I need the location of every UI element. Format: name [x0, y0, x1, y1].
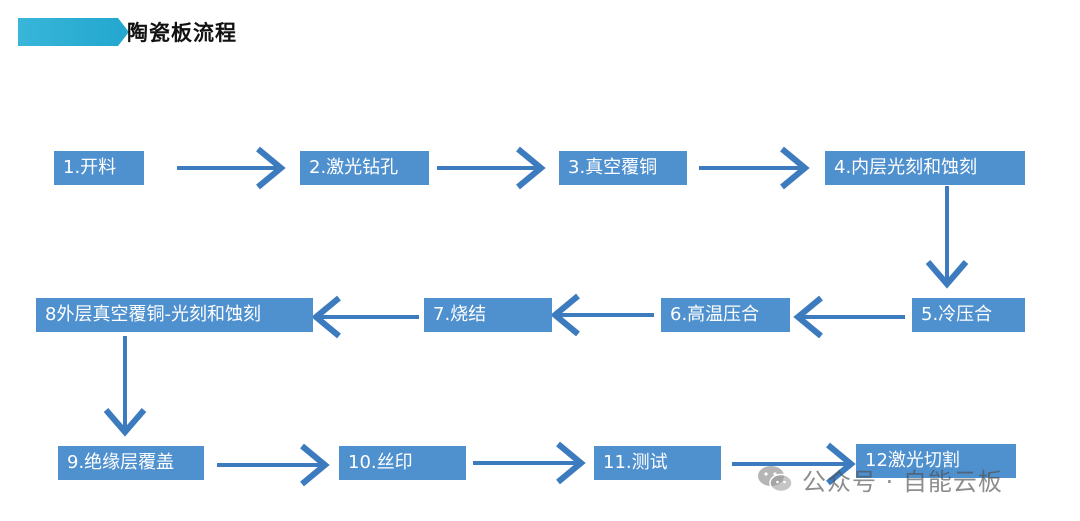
arrow-left-icon — [550, 293, 654, 337]
process-step-7: 7.烧结 — [424, 298, 552, 332]
arrow-right-icon — [732, 442, 856, 486]
watermark: 公众号 · 自能云板 — [756, 462, 1003, 496]
process-step-2: 2.激光钻孔 — [300, 151, 429, 185]
wechat-icon — [758, 466, 793, 493]
watermark-text: 公众号 · 自能云板 — [802, 467, 1003, 496]
process-step-5: 5.冷压合 — [912, 298, 1025, 332]
process-step-11: 11.测试 — [594, 446, 721, 480]
arrow-left-icon — [793, 295, 905, 339]
page-title: 陶瓷板流程 — [127, 21, 237, 45]
process-step-12: 12激光切割 — [856, 444, 1016, 478]
arrow-right-icon — [699, 146, 810, 190]
arrow-left-icon — [311, 295, 419, 339]
process-step-4: 4.内层光刻和蚀刻 — [825, 151, 1025, 185]
process-step-10: 10.丝印 — [339, 446, 466, 480]
title-accent-bar — [18, 18, 129, 46]
process-step-6: 6.高温压合 — [661, 298, 790, 332]
arrow-right-icon — [177, 146, 286, 190]
arrow-right-icon — [437, 146, 546, 190]
arrow-right-icon — [217, 443, 330, 487]
arrow-down-icon — [925, 186, 969, 289]
process-step-1: 1.开料 — [54, 151, 144, 185]
process-step-9: 9.绝缘层覆盖 — [58, 446, 204, 480]
arrow-down-icon — [103, 336, 147, 437]
arrow-right-icon — [473, 441, 586, 485]
process-step-8: 8外层真空覆铜-光刻和蚀刻 — [36, 298, 313, 332]
process-step-3: 3.真空覆铜 — [559, 151, 687, 185]
